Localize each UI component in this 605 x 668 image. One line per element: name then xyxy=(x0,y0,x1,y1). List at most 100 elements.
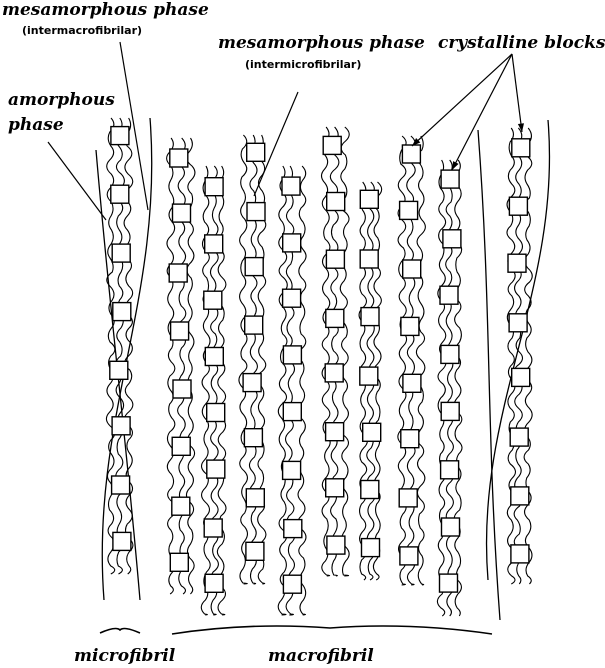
brace-macrofibril xyxy=(172,626,492,634)
crystalline-block xyxy=(323,136,341,154)
fibril-chain xyxy=(201,166,210,615)
crystalline-block xyxy=(204,519,222,537)
fibril-chain xyxy=(478,130,500,620)
leader-line xyxy=(512,54,522,132)
crystalline-block xyxy=(205,235,223,253)
crystalline-block xyxy=(400,201,418,219)
crystalline-block xyxy=(113,303,131,321)
fibril-chain xyxy=(486,120,549,580)
crystalline-block xyxy=(362,539,380,557)
fibril-chain xyxy=(446,160,454,616)
crystalline-block xyxy=(112,476,130,494)
crystalline-block xyxy=(283,346,301,364)
crystalline-block xyxy=(326,309,344,327)
crystalline-block xyxy=(326,250,344,268)
label-macrofibril: macrofibril xyxy=(268,646,374,666)
crystalline-block xyxy=(111,185,129,203)
crystalline-block xyxy=(509,197,527,215)
crystalline-block xyxy=(205,178,223,196)
crystalline-block xyxy=(403,374,421,392)
crystalline-block xyxy=(510,428,528,446)
crystalline-block xyxy=(247,203,265,221)
crystalline-block xyxy=(207,404,225,422)
fibril-chain xyxy=(454,160,462,616)
crystalline-block xyxy=(399,489,417,507)
crystalline-block xyxy=(247,143,265,161)
crystalline-block xyxy=(512,368,530,386)
crystalline-block xyxy=(172,497,190,515)
label-amorphous: amorphous xyxy=(8,90,115,110)
crystalline-block xyxy=(244,429,262,447)
crystalline-block xyxy=(363,423,381,441)
crystalline-block xyxy=(170,553,188,571)
crystalline-block xyxy=(401,317,419,335)
crystalline-block xyxy=(360,250,378,268)
crystalline-block xyxy=(441,170,459,188)
label-intermicrofibrilar: (intermicrofibrilar) xyxy=(245,58,361,71)
fibril-chain xyxy=(210,166,218,615)
label-microfibril: microfibril xyxy=(74,646,175,666)
crystalline-block xyxy=(443,230,461,248)
fibril-chain xyxy=(524,128,532,584)
fibril-chain xyxy=(239,135,248,584)
crystalline-block xyxy=(360,367,378,385)
crystalline-block xyxy=(325,364,343,382)
crystalline-block xyxy=(511,487,529,505)
fibril-chain xyxy=(217,166,226,615)
crystalline-block xyxy=(440,286,458,304)
crystalline-block xyxy=(172,437,190,455)
crystalline-block xyxy=(284,520,302,538)
crystalline-block xyxy=(283,461,301,479)
crystalline-block xyxy=(246,542,264,560)
crystalline-block xyxy=(401,430,419,448)
crystalline-block xyxy=(283,575,301,593)
crystalline-block xyxy=(327,193,345,211)
label-mesamorphous-intermicro: mesamorphous phase xyxy=(218,33,425,53)
crystalline-block xyxy=(327,536,345,554)
crystalline-block xyxy=(441,345,459,363)
crystalline-block xyxy=(283,403,301,421)
leader-arrowhead xyxy=(452,161,459,170)
crystalline-block xyxy=(442,518,460,536)
crystalline-block xyxy=(400,547,418,565)
crystalline-block xyxy=(511,545,529,563)
crystalline-block xyxy=(205,574,223,592)
leader-line xyxy=(412,54,512,146)
crystalline-block xyxy=(402,145,420,163)
crystalline-block xyxy=(173,204,191,222)
crystalline-block xyxy=(245,258,263,276)
crystalline-block xyxy=(403,260,421,278)
crystalline-block xyxy=(326,479,344,497)
crystalline-block xyxy=(282,177,300,195)
crystalline-block xyxy=(508,254,526,272)
crystalline-block xyxy=(204,291,222,309)
crystalline-block xyxy=(243,374,261,392)
crystalline-block xyxy=(113,532,131,550)
crystalline-block xyxy=(360,190,378,208)
crystalline-block xyxy=(440,574,458,592)
crystalline-block xyxy=(171,322,189,340)
crystalline-block xyxy=(170,149,188,167)
crystalline-block xyxy=(283,234,301,252)
crystalline-block xyxy=(205,348,223,366)
label-intermacrofibrilar: (intermacrofibrilar) xyxy=(22,24,142,37)
crystalline-block xyxy=(111,127,129,145)
brace-microfibril xyxy=(100,629,140,633)
label-mesamorphous-intermacro: mesamorphous phase xyxy=(2,0,209,20)
crystalline-block xyxy=(207,460,225,478)
leader-arrowhead xyxy=(518,123,524,132)
crystalline-block xyxy=(283,289,301,307)
leader-line xyxy=(452,54,512,170)
label-phase: phase xyxy=(8,115,64,135)
crystalline-block xyxy=(169,264,187,282)
crystalline-block xyxy=(512,139,530,157)
fibril-chain xyxy=(437,160,446,616)
crystalline-block xyxy=(245,316,263,334)
crystalline-block xyxy=(361,308,379,326)
fibril-chain xyxy=(514,128,522,584)
crystalline-block xyxy=(441,402,459,420)
crystalline-block xyxy=(246,489,264,507)
crystalline-block xyxy=(173,380,191,398)
label-crystalline-blocks: crystalline blocks xyxy=(438,33,605,53)
